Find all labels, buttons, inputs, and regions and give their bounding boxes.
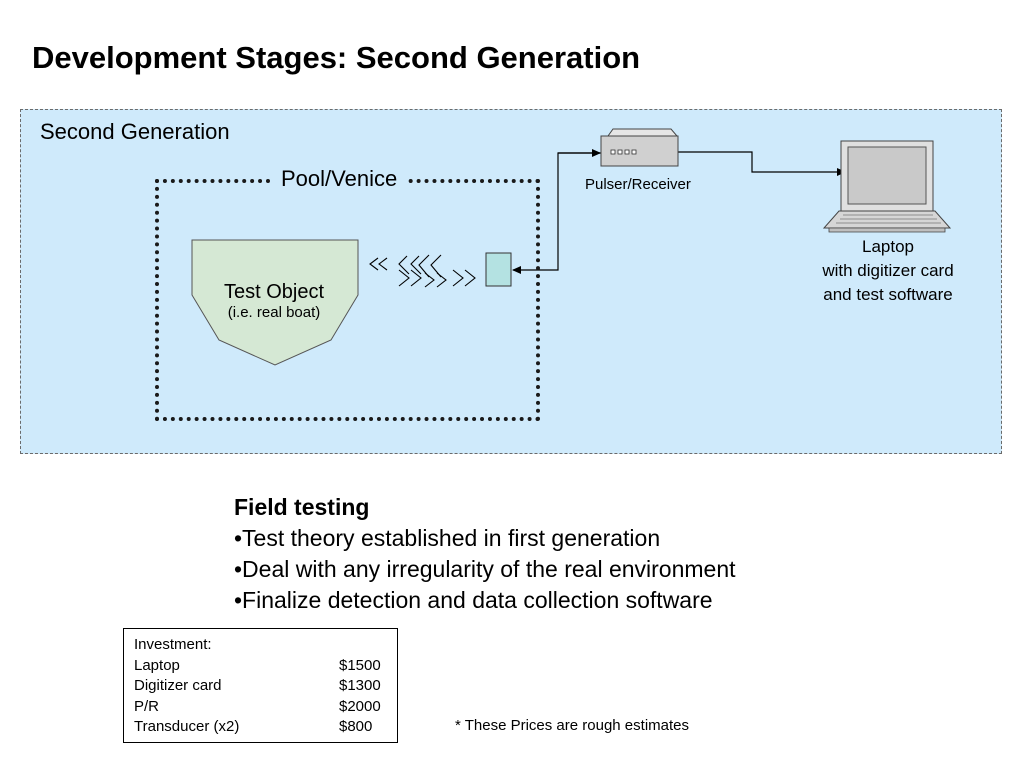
investment-cost: $1500 bbox=[339, 656, 381, 674]
second-generation-panel: Second Generation bbox=[20, 109, 1002, 454]
test-object-title: Test Object bbox=[223, 281, 325, 303]
notes-heading: Field testing bbox=[234, 494, 370, 520]
investment-row: Laptop $1500 bbox=[134, 656, 387, 677]
laptop-label-line: Laptop bbox=[862, 237, 914, 256]
sound-waves-icon bbox=[369, 254, 476, 288]
investment-row: P/R $2000 bbox=[134, 697, 387, 718]
laptop-icon bbox=[822, 140, 952, 233]
transducer-icon bbox=[485, 252, 512, 287]
laptop-label-line: with digitizer card bbox=[822, 261, 954, 280]
notes-bullet: •Finalize detection and data collection … bbox=[234, 587, 713, 613]
price-footnote: * These Prices are rough estimates bbox=[455, 717, 690, 734]
notes-bullet: •Deal with any irregularity of the real … bbox=[234, 556, 736, 582]
laptop-wire bbox=[678, 151, 846, 176]
pulser-receiver-label: Pulser/Receiver bbox=[585, 176, 691, 193]
diagram-graphics bbox=[191, 128, 952, 366]
pool-venice-label: Pool/Venice bbox=[273, 166, 406, 192]
test-object-subtitle: (i.e. real boat) bbox=[227, 304, 321, 321]
investment-cost: $800 bbox=[339, 718, 373, 735]
investment-row: Digitizer card $1300 bbox=[134, 676, 387, 697]
field-testing-notes: Field testing •Test theory established i… bbox=[234, 492, 736, 616]
investment-table: Investment: Laptop $1500 Digitizer card … bbox=[123, 628, 398, 743]
investment-item: Transducer (x2) bbox=[134, 718, 240, 735]
section-label: Second Generation bbox=[40, 119, 230, 144]
slide-title: Development Stages: Second Generation bbox=[32, 40, 641, 75]
investment-cost: $2000 bbox=[339, 697, 381, 715]
laptop-label-line: and test software bbox=[823, 285, 953, 304]
pulser-receiver-icon bbox=[600, 128, 679, 167]
investment-item: Laptop bbox=[134, 656, 180, 674]
investment-heading: Investment: bbox=[134, 636, 212, 653]
laptop-label: Laptop with digitizer card and test soft… bbox=[798, 235, 978, 307]
notes-bullet: •Test theory established in first genera… bbox=[234, 525, 661, 551]
investment-row: Transducer (x2) $800 bbox=[134, 717, 387, 738]
investment-item: P/R bbox=[134, 697, 160, 715]
test-object-label: Test Object (i.e. real boat) bbox=[191, 281, 357, 321]
test-object-shape bbox=[191, 239, 359, 366]
investment-item: Digitizer card bbox=[134, 677, 222, 694]
investment-cost: $1300 bbox=[339, 677, 381, 694]
